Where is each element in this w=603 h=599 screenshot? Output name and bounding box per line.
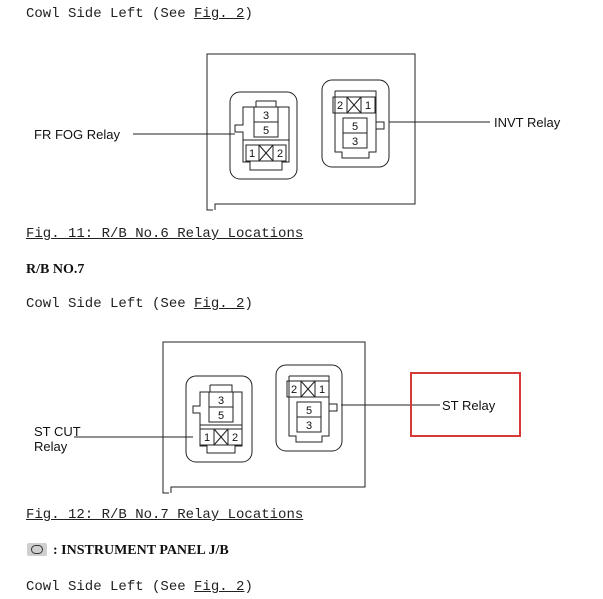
- invt-relay-body: [321, 79, 390, 168]
- rb7-box-outline: [162, 341, 366, 494]
- location-line-1: Cowl Side Left (See Fig. 2): [26, 6, 253, 22]
- pin-1-label: 1: [365, 100, 371, 112]
- location-suffix: ): [244, 6, 253, 22]
- location-suffix: ): [244, 296, 253, 312]
- pin-2-label: 2: [337, 100, 343, 112]
- st-relay-highlight-box: [410, 372, 521, 437]
- pin-3-label: 3: [218, 395, 224, 407]
- pin-2-label: 2: [291, 384, 297, 396]
- pin-2-label: 2: [232, 432, 238, 444]
- rb7-heading: R/B NO.7: [26, 262, 85, 277]
- pin-1-label: 1: [204, 432, 210, 444]
- location-prefix: Cowl Side Left (See: [26, 6, 195, 22]
- pin-5-label: 5: [263, 125, 269, 137]
- st-cut-relay-label-line1: ST CUT: [34, 424, 81, 439]
- pin-1-label: 1: [319, 384, 325, 396]
- pin-3-label: 3: [352, 136, 358, 148]
- figure-12-caption: Fig. 12: R/B No.7 Relay Locations: [26, 507, 304, 523]
- fr-fog-relay-label: FR FOG Relay: [34, 127, 120, 142]
- location-line-2: Cowl Side Left (See Fig. 2): [26, 296, 253, 312]
- instrument-panel-jb-heading: : INSTRUMENT PANEL J/B: [53, 543, 229, 558]
- invt-relay-label: INVT Relay: [494, 115, 561, 130]
- fr-fog-relay-body: [229, 91, 298, 180]
- location-prefix: Cowl Side Left (See: [26, 296, 195, 312]
- fig-2-link[interactable]: Fig. 2: [194, 296, 245, 312]
- st-cut-relay-body: [185, 375, 253, 463]
- location-suffix: ): [244, 579, 253, 595]
- pin-5-label: 5: [352, 121, 358, 133]
- fr-fog-relay-connector: [234, 100, 290, 141]
- pin-1-label: 1: [249, 148, 255, 160]
- fig-2-link[interactable]: Fig. 2: [194, 579, 245, 595]
- location-prefix: Cowl Side Left (See: [26, 579, 195, 595]
- pin-3-label: 3: [306, 420, 312, 432]
- fig-2-link[interactable]: Fig. 2: [194, 6, 245, 22]
- rb6-box-outline: [206, 53, 416, 211]
- instrument-panel-jb-icon: [27, 543, 47, 556]
- pin-5-label: 5: [218, 410, 224, 422]
- location-line-3: Cowl Side Left (See Fig. 2): [26, 579, 253, 595]
- pin-3-label: 3: [263, 110, 269, 122]
- figure-11-caption: Fig. 11: R/B No.6 Relay Locations: [26, 226, 304, 242]
- st-relay-body: [275, 364, 343, 452]
- pin-5-label: 5: [306, 405, 312, 417]
- st-cut-relay-label-line2: Relay: [34, 439, 68, 454]
- pin-2-label: 2: [277, 148, 283, 160]
